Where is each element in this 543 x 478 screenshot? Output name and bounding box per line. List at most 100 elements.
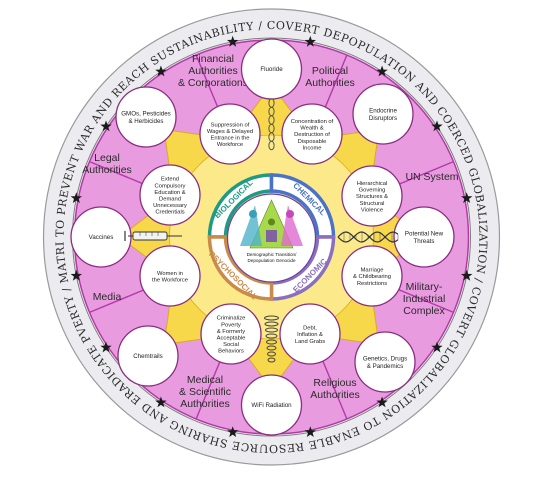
outer-node-label-endocrine-line: Endocrine [369,108,397,115]
star-icon [431,341,443,353]
star-icon [431,120,443,132]
inner-node-label-wages-line: Wages & Delayed [207,129,253,135]
outer-node-label-vaccines: Vaccines [89,234,114,241]
inner-node-poverty [200,303,262,365]
dna-strand [337,231,399,243]
star-icon [70,192,82,203]
outer-node-genetics [354,331,416,393]
outer-node-label-threats-line: Threats [414,238,435,245]
star-icon [461,192,473,203]
outer-node-wifi [240,374,303,436]
inner-node-marriage [341,245,403,307]
star-icon [227,35,239,47]
inner-node-label-education-line: Extend [161,177,179,183]
inner-node-label-wealth-line: Disposable [298,139,327,145]
quadrant-psychosocial [207,235,274,301]
inner-node-label-hierarchical-line: Structures & [356,194,388,200]
outer-node-label-genetics-line: Genetics, Drugs [363,356,407,363]
star-icon [461,269,473,281]
outer-node-label-genetics-line: & Pandemics [367,363,403,370]
segment-label-religious-line: Religious [313,377,356,389]
outer-node-label-threats-line: Potential New [405,231,444,238]
inner-node-label-women-line: Women in [157,271,183,277]
inner-node-label-poverty-line: & Formerly [217,329,245,335]
segment-label-medical-line: Medical [187,374,223,386]
star-icon [304,426,316,437]
segment-label-legal-line: Legal [94,152,120,164]
center-figures-icon [240,199,303,249]
outer-node-label-endocrine-line: Disruptors [369,115,397,122]
spring-coil [267,357,276,363]
spring-coil [267,351,276,357]
outer-node-label-genetics: Genetics, Drugs& Pandemics [363,356,407,370]
inner-node-label-wages-line: Suppression of [211,122,250,128]
inner-node-label-marriage-line: Marriage [361,268,384,274]
dna-strand [337,231,399,243]
segment-label-media-line: Media [93,291,122,303]
inner-node-label-poverty-line: Poverty [221,322,241,328]
inner-node-label-marriage-line: & Childbearing [353,274,391,280]
outer-node-endocrine [352,83,414,145]
spring-coil [266,339,277,345]
inner-node-label-wealth-line: Destruction of [294,132,330,138]
segment-label-political-line: Political [312,65,348,77]
segment-label-financial-line: & Corporations [178,77,248,89]
inner-node-label-wealth-line: Wealth & [300,126,324,132]
inner-node-label-women-line: the Workforce [152,278,188,284]
chain-link [268,140,275,151]
outer-node-label-gmos-line: & Herbicides [128,118,163,125]
segment-label-military-line: Complex [403,305,445,317]
inner-node-label-poverty-line: Social [223,342,239,348]
star-icon [376,65,388,77]
center-label-2: Depopulation Genocide [247,258,295,263]
star-icon [100,341,112,353]
segment-label-religious-line: Authorities [310,389,360,401]
outer-node-label-gmos-line: GMOs, Pesticides [121,111,171,118]
spring-icon [264,315,279,363]
inner-node-label-debt-line: Inflation & [297,332,323,338]
inner-node-label-wages-line: Entrance in the [211,136,250,142]
spring-coil [265,333,278,339]
segment-label-medical-line: & Scientific [179,386,231,398]
inner-node-women [139,245,201,307]
segment-label-medical-line: Authorities [180,398,230,410]
inner-node-label-education-line: Compulsory [155,183,186,189]
inner-node-label-wealth-line: Concentration of [291,119,334,125]
outer-node-label-wifi-line: WiFi Radiation [251,402,292,409]
outer-node-label-vaccines-line: Vaccines [89,234,114,241]
spring-coil [266,345,277,351]
star-icon [155,65,167,77]
star-icon [304,35,316,47]
inner-node-label-education-line: Education & [154,190,185,196]
segment-label-un: UN System [405,171,458,183]
dna-icon [337,231,399,243]
outer-node-label-gmos: GMOs, Pesticides& Herbicides [121,111,171,125]
stars-group [70,35,473,437]
outer-node-threats [393,206,455,268]
outer-node-label-chemtrails: Chemtrails [133,353,163,360]
inner-node-label-debt: Debt,Inflation &Land Grabs [295,326,325,345]
segment-label-legal-line: Authorities [82,164,132,176]
inner-node-label-education-line: Demand [159,197,181,203]
inner-node-wealth [281,103,343,165]
inner-node-label-wealth-line: Income [302,145,321,151]
outer-node-vaccines [70,206,132,268]
outer-node-gmos [115,86,177,148]
spring-coil [265,327,278,333]
inner-node-label-debt-line: Debt, [303,326,317,332]
inner-node-label-hierarchical-line: Violence [361,207,383,213]
segment-label-media: Media [93,291,122,303]
inner-node-hierarchical [341,165,403,227]
segment-label-military-line: Industrial [403,293,446,305]
inner-node-label-poverty-line: Behaviors [218,349,244,355]
